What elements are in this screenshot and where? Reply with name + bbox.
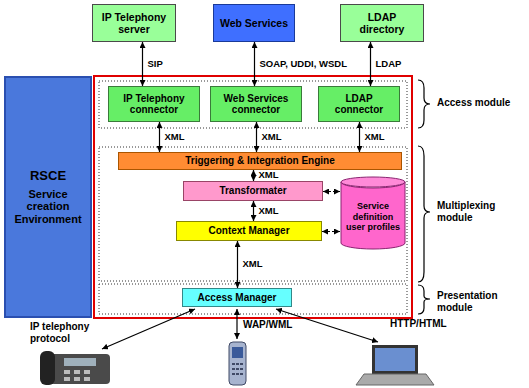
node-text: Service definition user profiles bbox=[343, 201, 403, 232]
node-text: Web Services connector bbox=[214, 93, 298, 116]
connector bbox=[253, 170, 254, 181]
connector bbox=[253, 201, 254, 221]
node-text: IP Telephony connector bbox=[112, 93, 196, 116]
module-label: Multiplexing module bbox=[437, 200, 525, 223]
laptop-lid bbox=[372, 345, 418, 374]
node-text: Context Manager bbox=[208, 225, 289, 237]
multiplexing-region bbox=[99, 147, 407, 281]
node-text: Service creation Environment bbox=[9, 188, 87, 226]
environment-panel: RSCE Service creation Environment bbox=[4, 76, 92, 318]
connector-box: Web Services connector bbox=[210, 86, 302, 122]
bracket bbox=[418, 80, 430, 128]
module-label: Presentation module bbox=[437, 290, 525, 313]
connector bbox=[237, 241, 238, 288]
text-wrap: LDAP directory bbox=[341, 10, 423, 36]
engine-bar: Triggering & Integration Engine bbox=[118, 152, 402, 170]
connector-box: IP Telephony connector bbox=[108, 86, 200, 122]
presentation-region bbox=[99, 284, 407, 314]
protocol-label: HTTP/HTML bbox=[390, 318, 447, 330]
cylinder-body bbox=[341, 182, 405, 249]
text-wrap: Transformater bbox=[216, 184, 289, 198]
mobile-keys bbox=[232, 363, 243, 375]
text-wrap: LDAP connector bbox=[319, 92, 399, 117]
connector bbox=[359, 122, 360, 152]
link-line bbox=[236, 309, 237, 339]
node-text: Transformater bbox=[219, 185, 286, 197]
connector-label: XML bbox=[364, 132, 386, 143]
connector bbox=[256, 122, 257, 152]
connector bbox=[323, 191, 340, 192]
node-text: LDAP directory bbox=[344, 11, 420, 35]
node-text: LDAP connector bbox=[322, 93, 396, 116]
mobile-body bbox=[229, 342, 246, 385]
text-wrap: Service definition user profiles bbox=[340, 189, 406, 236]
access-region bbox=[99, 81, 407, 128]
cylinder-top bbox=[341, 177, 405, 187]
connector-label: XML bbox=[242, 259, 264, 270]
phone-keys bbox=[64, 370, 90, 381]
node-text: Triggering & Integration Engine bbox=[185, 155, 334, 167]
node-heading: RSCE bbox=[9, 169, 87, 184]
connector-label: XML bbox=[164, 132, 186, 143]
server-box: IP Telephony server bbox=[92, 4, 176, 42]
link-line bbox=[102, 309, 195, 349]
bracket bbox=[418, 146, 430, 282]
protocol-label: IP telephony protocol bbox=[30, 321, 104, 344]
platform-frame bbox=[94, 76, 412, 318]
process-box: Access Manager bbox=[182, 288, 292, 307]
desk-phone-icon bbox=[40, 351, 110, 385]
bracket bbox=[418, 285, 430, 314]
mobile-phone-icon bbox=[229, 342, 246, 385]
connector bbox=[159, 122, 160, 152]
phone-handset bbox=[40, 351, 55, 385]
database-cylinder: Service definition user profiles bbox=[340, 176, 406, 250]
connector bbox=[254, 42, 255, 86]
process-box: Transformater bbox=[183, 181, 323, 201]
module-brackets bbox=[418, 80, 430, 314]
text-wrap: Web Services bbox=[217, 16, 291, 30]
connector-label: XML bbox=[258, 170, 280, 181]
text-wrap: Context Manager bbox=[205, 224, 292, 238]
laptop-screen bbox=[375, 348, 415, 371]
protocol-label: WAP/WML bbox=[243, 319, 292, 331]
connector-label: XML bbox=[261, 132, 283, 143]
connector bbox=[370, 42, 371, 86]
text-wrap: Access Manager bbox=[195, 291, 280, 305]
connector-label: SOAP, UDDI, WSDL bbox=[259, 59, 348, 70]
node-text: Access Manager bbox=[198, 292, 277, 304]
laptop-icon bbox=[356, 345, 434, 385]
text-wrap: IP Telephony server bbox=[93, 10, 175, 36]
process-box: Context Manager bbox=[176, 221, 322, 241]
node-text: IP Telephony server bbox=[96, 11, 172, 35]
connector bbox=[322, 231, 340, 232]
text-wrap: Web Services connector bbox=[211, 92, 301, 117]
text-wrap: IP Telephony connector bbox=[109, 92, 199, 117]
connector-box: LDAP connector bbox=[318, 86, 400, 122]
connector-label: XML bbox=[258, 206, 280, 217]
mobile-screen bbox=[232, 347, 243, 358]
server-box: Web Services bbox=[213, 4, 295, 42]
module-label: Access module bbox=[437, 97, 510, 109]
connector-label: LDAP bbox=[375, 59, 403, 70]
laptop-base bbox=[356, 374, 434, 385]
text-wrap: Triggering & Integration Engine bbox=[182, 154, 337, 168]
phone-screen bbox=[64, 358, 96, 366]
connector bbox=[142, 42, 143, 86]
server-box: LDAP directory bbox=[340, 4, 424, 42]
node-text: Web Services bbox=[220, 17, 288, 29]
phone-body bbox=[50, 354, 110, 384]
connector-label: SIP bbox=[147, 59, 164, 70]
text-wrap: RSCE Service creation Environment bbox=[6, 168, 90, 227]
